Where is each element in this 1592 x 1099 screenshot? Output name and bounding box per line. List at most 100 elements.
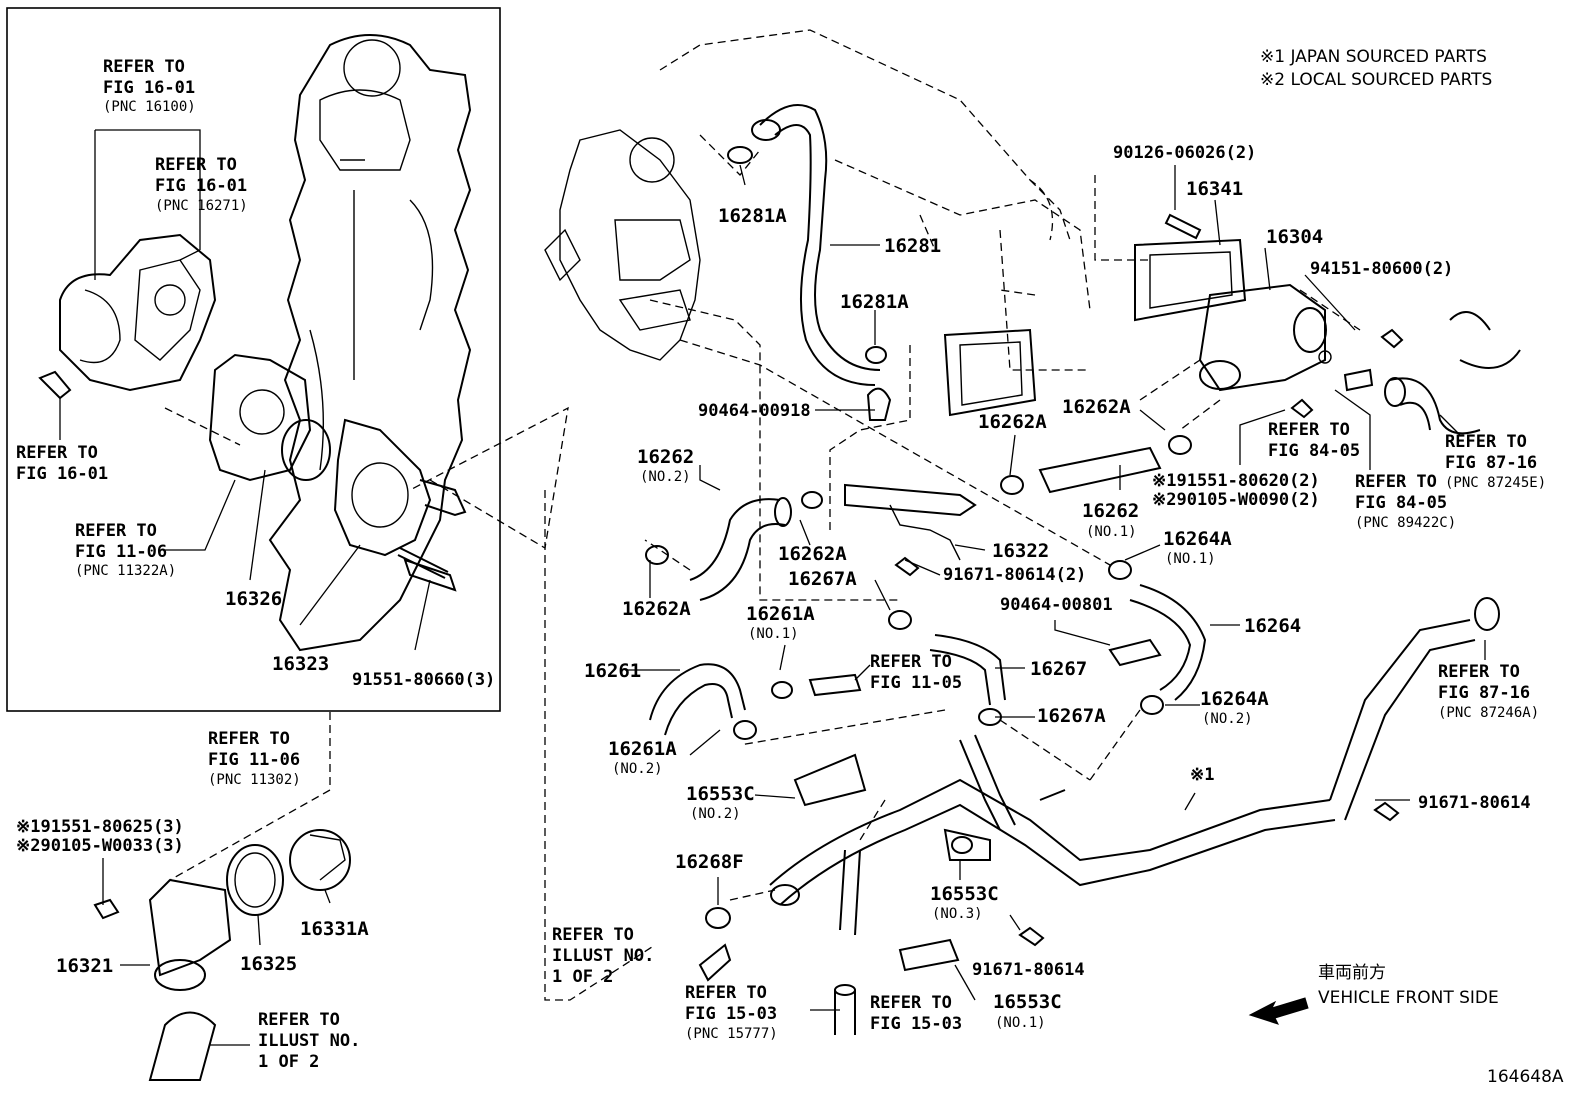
part-16281a-top: 16281A [718, 205, 787, 227]
svg-text:FIG 11-05: FIG 11-05 [870, 673, 962, 693]
svg-text:REFER TO: REFER TO [155, 155, 237, 175]
part-16281: 16281 [884, 235, 941, 257]
ref-fig8405: REFER TO FIG 84-05 [1268, 420, 1360, 461]
part-91671-80614-r: 91671-80614 [1418, 793, 1531, 813]
hose-16261-illustration [649, 663, 746, 736]
ref-fig1503: REFER TO FIG 15-03 [870, 993, 962, 1034]
svg-text:FIG 16-01: FIG 16-01 [16, 464, 108, 484]
bolt-91671-80614-b-icon [1018, 926, 1045, 947]
svg-text:REFER TO: REFER TO [1268, 420, 1350, 440]
clamp-16267a-t-icon [888, 610, 912, 630]
hose-clamps [93, 146, 1404, 947]
part-16553c-3: 16553C [930, 883, 999, 905]
ref-illust-left: REFER TO ILLUST NO. 1 OF 2 [258, 1010, 360, 1072]
svg-text:FIG 11-06: FIG 11-06 [75, 542, 167, 562]
part-16261a-t-sub: (NO.1) [748, 626, 799, 642]
clamp-16261a-b-icon [733, 720, 757, 740]
part-91671-80614-b: 91671-80614 [972, 960, 1085, 980]
part-16262-l-sub: (NO.2) [640, 469, 691, 485]
ref-illust-mid: REFER TO ILLUST NO. 1 OF 2 [552, 925, 654, 987]
water-pump-illustration [59, 233, 217, 392]
svg-text:REFER TO: REFER TO [258, 1010, 340, 1030]
clamp-16262a-r2-icon [1000, 475, 1024, 495]
vehicle-front-jp: 車両前方 [1318, 963, 1386, 983]
svg-text:FIG 15-03: FIG 15-03 [685, 1004, 777, 1024]
part-16261: 16261 [584, 660, 641, 682]
part-16553c-1-sub: (NO.1) [995, 1015, 1046, 1031]
bolt-191551-80625-icon [93, 898, 120, 920]
part-16267a-b: 16267A [1037, 705, 1106, 727]
clip-90464-00918-icon [866, 387, 892, 421]
vehicle-front-indicator: 車両前方 VEHICLE FRONT SIDE [1248, 963, 1499, 1025]
part-290105-w0033: ※290105-W0033(3) [16, 836, 184, 856]
clamp-16264a-t-icon [1108, 560, 1132, 580]
housing-16304-illustration [1134, 238, 1374, 392]
svg-text:REFER TO: REFER TO [1438, 662, 1520, 682]
part-16281a-mid: 16281A [840, 291, 909, 313]
part-191551-80625: ※191551-80625(3) [16, 817, 184, 837]
clip-90464-00801-icon [1108, 638, 1162, 667]
svg-text:REFER TO: REFER TO [685, 983, 767, 1003]
dashed-leaders [164, 134, 1361, 1001]
part-16323: 16323 [272, 653, 329, 675]
svg-text:REFER TO: REFER TO [16, 443, 98, 463]
bolt-91671-80614-2-icon [894, 556, 920, 577]
pipe-15-03-illustration [698, 943, 856, 1035]
vehicle-front-en: VEHICLE FRONT SIDE [1318, 988, 1499, 1008]
hose-16267-illustration [929, 634, 1006, 706]
part-16268f: 16268F [675, 851, 744, 873]
svg-text:REFER TO: REFER TO [1445, 432, 1527, 452]
part-16262a-c: 16262A [778, 543, 847, 565]
svg-text:REFER TO: REFER TO [103, 57, 185, 77]
part-16553c-1: 16553C [993, 991, 1062, 1013]
svg-text:(PNC 87246A): (PNC 87246A) [1438, 705, 1539, 721]
o-ring-16268f-icon [705, 907, 731, 929]
svg-text:FIG 16-01: FIG 16-01 [155, 176, 247, 196]
part-90464-00918: 90464-00918 [698, 401, 811, 421]
hose-16264-illustration [1129, 584, 1207, 701]
bracket-16553c-illustration [793, 753, 991, 972]
clamp-16553c-3-icon [951, 836, 973, 854]
bolt-91551-80660-icon [403, 558, 457, 592]
svg-text:(PNC 16100): (PNC 16100) [103, 99, 196, 115]
ref-fig1503-pnc15777: REFER TO FIG 15-03 (PNC 15777) [685, 983, 778, 1042]
bolt-94151-icon [1380, 328, 1404, 349]
svg-text:REFER TO: REFER TO [1355, 472, 1437, 492]
part-mark-1: ※1 [1190, 765, 1214, 785]
svg-text:1 OF 2: 1 OF 2 [552, 967, 613, 987]
svg-text:FIG 87-16: FIG 87-16 [1445, 453, 1537, 473]
part-16261a-t: 16261A [746, 603, 815, 625]
part-16264a-t-sub: (NO.1) [1165, 551, 1216, 567]
ref-fig1106-pnc11302: REFER TO FIG 11-06 (PNC 11302) [208, 729, 301, 788]
part-91551-80660: 91551-80660(3) [352, 670, 495, 690]
part-90464-00801: 90464-00801 [1000, 595, 1113, 615]
part-16553c-2-sub: (NO.2) [690, 806, 741, 822]
svg-text:REFER TO: REFER TO [552, 925, 634, 945]
part-labels: 16326 16323 91551-80660(3) 16281A 16281 … [16, 143, 1531, 1031]
part-91671-80614-2: 91671-80614(2) [943, 565, 1086, 585]
pipe-16322-illustration [844, 483, 977, 561]
svg-text:(PNC 87245E): (PNC 87245E) [1445, 475, 1546, 491]
part-290105-w0090: ※290105-W0090(2) [1152, 490, 1320, 510]
svg-text:FIG 84-05: FIG 84-05 [1268, 441, 1360, 461]
legend-note-2: ※2 LOCAL SOURCED PARTS [1260, 70, 1492, 90]
part-16261a-b-sub: (NO.2) [612, 761, 663, 777]
ref-fig1601-pnc16271: REFER TO FIG 16-01 (PNC 16271) [155, 155, 248, 214]
part-16261a-b: 16261A [608, 738, 677, 760]
part-16553c-2: 16553C [686, 783, 755, 805]
svg-text:ILLUST NO.: ILLUST NO. [552, 946, 654, 966]
svg-text:(PNC 89422C): (PNC 89422C) [1355, 515, 1456, 531]
part-16262a-l: 16262A [622, 598, 691, 620]
clamp-16261a-t-icon [771, 681, 793, 699]
part-16267: 16267 [1030, 658, 1087, 680]
svg-text:FIG 16-01: FIG 16-01 [103, 78, 195, 98]
ref-fig1601: REFER TO FIG 16-01 [16, 443, 108, 484]
radiator-hose-illustration [1384, 311, 1521, 435]
part-16341: 16341 [1186, 178, 1243, 200]
part-16267a-t: 16267A [788, 568, 857, 590]
part-16304: 16304 [1266, 226, 1323, 248]
part-16326: 16326 [225, 588, 282, 610]
clamp-16262a-l-icon [645, 545, 669, 565]
part-90126-06026: 90126-06026(2) [1113, 143, 1256, 163]
